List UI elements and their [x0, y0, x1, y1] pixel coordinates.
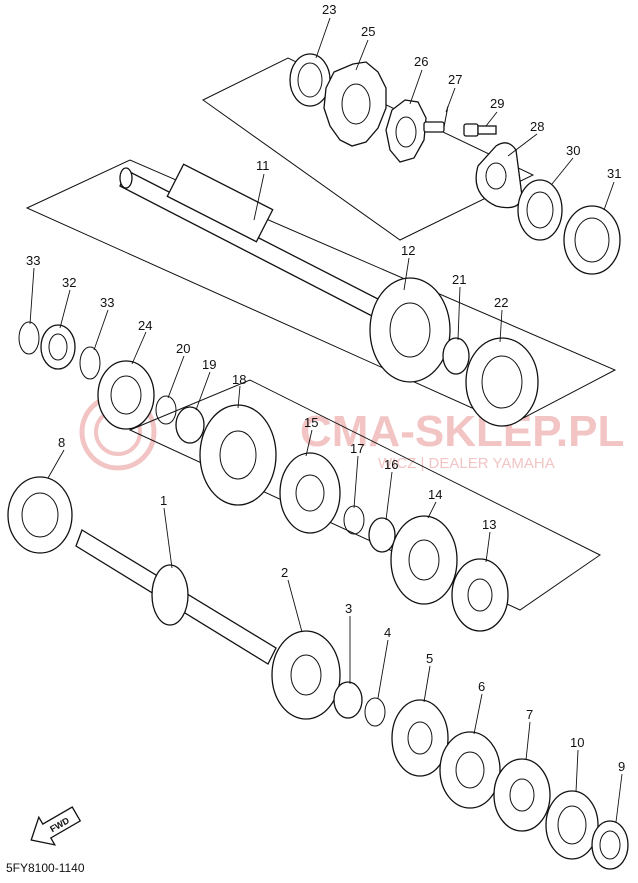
- frame-drive-group: [202, 57, 535, 241]
- part-18-gear: [199, 404, 277, 506]
- part-11-main-axle: [119, 163, 381, 317]
- part-7-gear: [493, 758, 551, 832]
- callout-7: 7: [526, 707, 533, 722]
- callout-29: 29: [490, 96, 504, 111]
- part-28-plate: [475, 142, 523, 209]
- part-30-bearing: [517, 179, 563, 241]
- part-1-drive-axle: [75, 529, 277, 665]
- part-5-gear: [391, 699, 449, 777]
- callout-18: 18: [232, 372, 246, 387]
- callout-27: 27: [448, 72, 462, 87]
- part-21-washer: [442, 337, 470, 375]
- part-3-washer: [333, 681, 363, 719]
- part-8-bearing: [7, 476, 73, 554]
- callout-17: 17: [350, 441, 364, 456]
- part-12-gear: [369, 277, 451, 383]
- callout-22: 22: [494, 295, 508, 310]
- part-2-gear: [271, 630, 341, 720]
- callout-28: 28: [530, 119, 544, 134]
- part-31-bearing: [563, 205, 621, 275]
- callout-20: 20: [176, 341, 190, 356]
- part-10-bearing: [545, 790, 599, 860]
- watermark-main-text: CMA-SKLEP.PL: [300, 407, 624, 456]
- part-33-circlip-right: [79, 346, 101, 380]
- callout-labels: 23 25 26 27 29 28 30 31 11 12 21 22 33 3…: [26, 2, 625, 774]
- group-frames: [25, 57, 617, 611]
- part-26-lock-washer: [385, 99, 427, 163]
- callout-33-left: 33: [26, 253, 40, 268]
- callout-11: 11: [256, 158, 270, 173]
- callout-5: 5: [426, 651, 433, 666]
- callout-leaders: [29, 17, 623, 823]
- part-24-bearing: [97, 360, 155, 430]
- part-4-circlip: [364, 697, 386, 727]
- fwd-arrow-icon: FWD: [30, 806, 82, 846]
- callout-13: 13: [482, 517, 496, 532]
- part-6-gear: [439, 731, 501, 809]
- part-19-washer: [175, 406, 205, 444]
- diagram-code: 5FY8100-1140: [6, 861, 85, 875]
- part-29-bolt: [463, 123, 497, 137]
- part-9-oil-seal: [591, 820, 629, 870]
- part-25-drive-sprocket: [323, 61, 387, 147]
- callout-2: 2: [281, 565, 288, 580]
- part-20-circlip: [155, 395, 177, 425]
- callout-30: 30: [566, 143, 580, 158]
- callout-9: 9: [618, 759, 625, 774]
- part-14-gear: [390, 515, 458, 605]
- part-27-bolt: [423, 105, 449, 133]
- callout-4: 4: [384, 625, 391, 640]
- callout-1: 1: [160, 493, 167, 508]
- callout-15: 15: [304, 415, 318, 430]
- callout-14: 14: [428, 487, 442, 502]
- callout-31: 31: [607, 166, 621, 181]
- callout-33-right: 33: [100, 295, 114, 310]
- callout-24: 24: [138, 318, 152, 333]
- callout-26: 26: [414, 54, 428, 69]
- part-13-gear: [451, 558, 509, 632]
- part-32-collar: [40, 324, 76, 370]
- part-33-circlip-left: [18, 321, 40, 355]
- callout-3: 3: [345, 601, 352, 616]
- part-23-oil-seal: [289, 53, 331, 107]
- callout-23: 23: [322, 2, 336, 17]
- callout-32: 32: [62, 275, 76, 290]
- part-17-circlip: [343, 505, 365, 535]
- callout-16: 16: [384, 457, 398, 472]
- callout-19: 19: [202, 357, 216, 372]
- frame-gear-group: [128, 379, 601, 611]
- part-22-bearing: [465, 337, 539, 427]
- callout-21: 21: [452, 272, 466, 287]
- callout-10: 10: [570, 735, 584, 750]
- part-16-washer: [368, 517, 396, 553]
- callout-6: 6: [478, 679, 485, 694]
- callout-8: 8: [58, 435, 65, 450]
- callout-12: 12: [401, 243, 415, 258]
- watermark-sub-text: WICZ | DEALER YAMAHA: [378, 455, 555, 472]
- part-15-gear: [279, 452, 341, 534]
- frame-main-axle-group: [25, 159, 617, 426]
- callout-25: 25: [361, 24, 375, 39]
